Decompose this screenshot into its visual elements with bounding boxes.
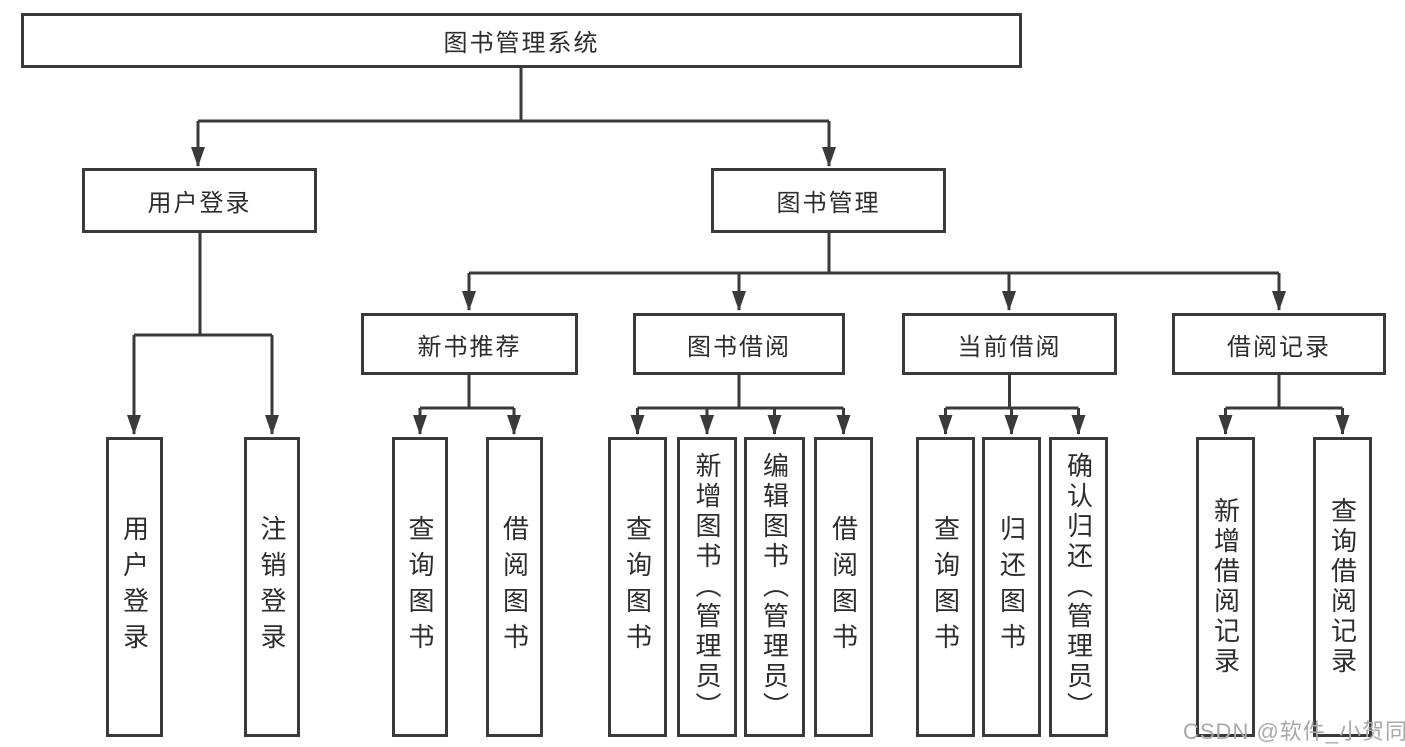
node-label: 注销登录: [257, 515, 287, 659]
node-label: 借阅记录: [1227, 333, 1331, 361]
node-current-borrowing: 当前借阅: [902, 313, 1117, 375]
connector-current-borrowing-branch: [938, 375, 1086, 435]
node-label: 当前借阅: [957, 333, 1062, 361]
node-label: 用户登录: [147, 190, 252, 217]
node-borrowing-records: 借阅记录: [1172, 313, 1386, 375]
leaf-borrow-books: 借阅图书: [814, 437, 873, 737]
leaf-logout: 注销登录: [244, 437, 300, 737]
node-label: 新书推荐: [417, 333, 522, 361]
node-user-login: 用户登录: [82, 168, 317, 233]
connector-borrowing-records-branch: [1218, 375, 1350, 435]
node-book-management: 图书管理: [711, 168, 946, 233]
connector-book-borrowing-branch: [630, 375, 851, 435]
node-label: 查询图书: [622, 515, 653, 659]
node-label: 查询图书: [930, 515, 961, 659]
leaf-return-books: 归还图书: [982, 437, 1041, 737]
connector-new-book-branch: [413, 375, 521, 435]
node-book-borrowing: 图书借阅: [633, 313, 845, 375]
csdn-watermark: CSDN @软件_小贺同学: [1183, 719, 1405, 744]
node-label: 归还图书: [996, 515, 1027, 659]
node-label: 新增借阅记录: [1210, 497, 1241, 677]
node-label: 借阅图书: [499, 515, 530, 659]
leaf-add-books-admin: 新增图书（管理员）: [677, 437, 737, 737]
node-label: 查询借阅记录: [1327, 497, 1358, 677]
node-label: 图书管理: [776, 190, 881, 217]
node-label: 编辑图书（管理员）: [759, 452, 790, 722]
node-label: 用户登录: [119, 515, 150, 659]
leaf-query-books-recommend: 查询图书: [392, 437, 448, 737]
leaf-confirm-return-admin: 确认归还（管理员）: [1049, 437, 1108, 737]
node-label: 查询图书: [405, 515, 435, 659]
leaf-user-login: 用户登录: [106, 437, 163, 737]
node-label: 借阅图书: [828, 515, 859, 659]
leaf-borrow-books-recommend: 借阅图书: [486, 437, 543, 737]
leaf-query-books-current: 查询图书: [916, 437, 975, 737]
leaf-query-books-borrowing: 查询图书: [608, 437, 667, 737]
node-label: 确认归还（管理员）: [1063, 452, 1094, 722]
leaf-edit-books-admin: 编辑图书（管理员）: [744, 437, 805, 737]
node-label: 新增图书（管理员）: [692, 452, 722, 722]
node-new-book-recommendation: 新书推荐: [361, 313, 578, 375]
connector-book-management-branch: [462, 233, 1286, 311]
connector-user-login-branch: [127, 233, 279, 435]
leaf-add-borrow-record: 新增借阅记录: [1196, 437, 1255, 737]
node-label: 图书管理系统: [443, 30, 600, 57]
leaf-query-borrow-record: 查询借阅记录: [1313, 437, 1372, 737]
node-library-management-system: 图书管理系统: [21, 13, 1022, 68]
node-label: 图书借阅: [687, 333, 791, 361]
connector-root-to-level2: [191, 68, 836, 167]
